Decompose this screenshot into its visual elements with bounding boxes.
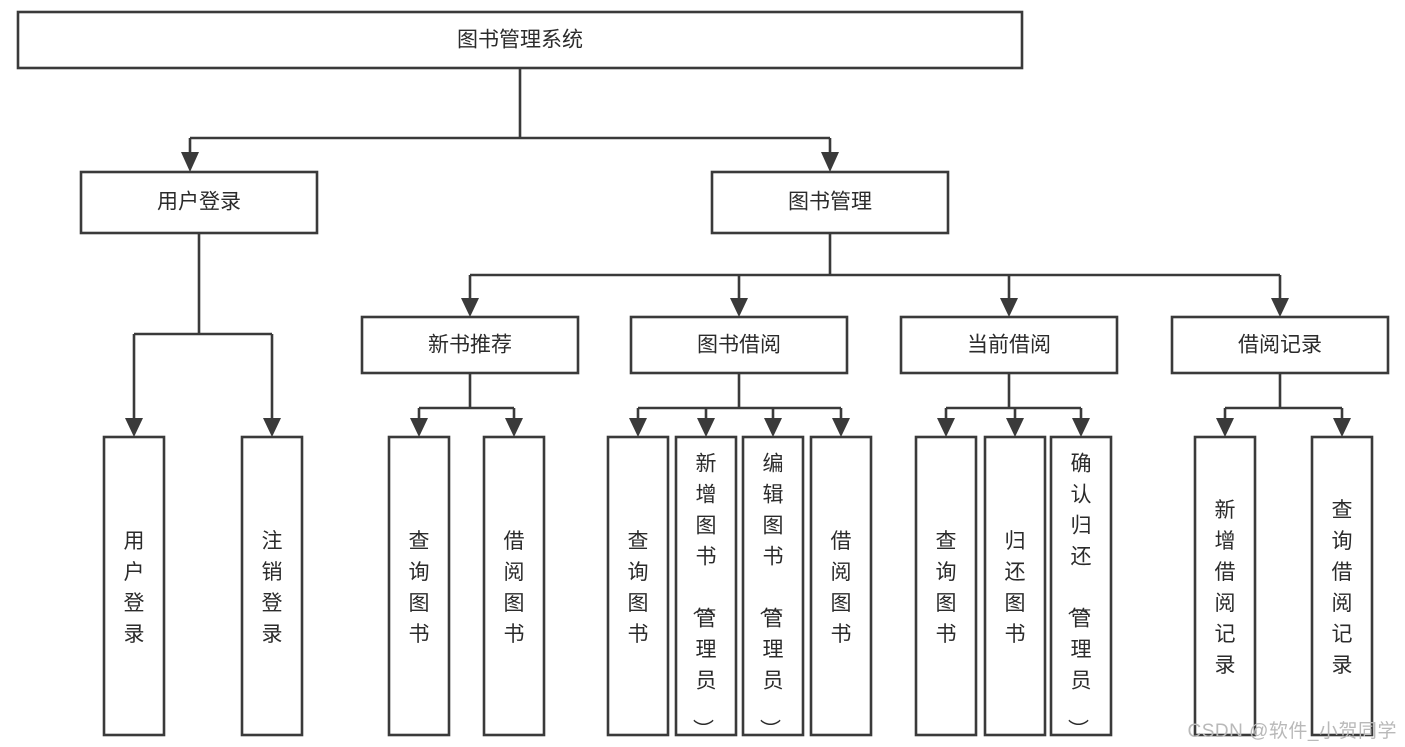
node-book-management[interactable]: 图书管理	[710, 170, 950, 235]
node-borrow-record[interactable]: 借阅记录	[1170, 315, 1390, 375]
leaf-label: 查询图书	[409, 530, 430, 646]
node-user-login[interactable]: 用户登录	[79, 170, 319, 235]
node-user-login-box[interactable]	[79, 170, 319, 235]
node-new-book-recommend[interactable]: 新书推荐	[360, 315, 580, 375]
leaf-box[interactable]	[674, 435, 738, 737]
arrow-bookmgmt-c4	[1271, 298, 1289, 317]
leaf-node[interactable]: 查询图书	[606, 435, 670, 737]
leaf-label: 新增借阅记录	[1215, 499, 1236, 677]
arrow-bookmgmt-c1	[461, 298, 479, 317]
node-borrow-record-box[interactable]	[1170, 315, 1390, 375]
leaf-node[interactable]: 查询图书	[914, 435, 978, 737]
arrow-borrow-l2	[697, 418, 715, 437]
leaf-node[interactable]: 确认归还（管理员）	[1049, 435, 1113, 740]
arrow-record-l2	[1333, 418, 1351, 437]
connector-layer	[125, 68, 1351, 437]
arrow-bookmgmt-c3	[1000, 298, 1018, 317]
leaf-box[interactable]	[606, 435, 670, 737]
leaf-box[interactable]	[1049, 435, 1113, 737]
leaf-box[interactable]	[240, 435, 304, 737]
leaf-label: 归还图书	[1005, 530, 1026, 646]
leaf-box[interactable]	[983, 435, 1047, 737]
leaf-node[interactable]: 新增借阅记录	[1193, 435, 1257, 737]
arrow-record-l1	[1216, 418, 1234, 437]
node-current-borrow-label: 当前借阅	[967, 334, 1051, 357]
leaf-box[interactable]	[741, 435, 805, 737]
leaf-node[interactable]: 注销登录	[240, 435, 304, 737]
leaf-box[interactable]	[809, 435, 873, 737]
node-current-borrow-box[interactable]	[899, 315, 1119, 375]
arrow-newbook-l2	[505, 418, 523, 437]
leaf-box[interactable]	[482, 435, 546, 737]
leaf-box[interactable]	[1310, 435, 1374, 737]
node-root-box[interactable]	[16, 10, 1024, 70]
node-root-label: 图书管理系统	[457, 29, 583, 52]
leaf-label: 注销登录	[262, 530, 283, 646]
arrow-borrow-l3	[764, 418, 782, 437]
leaf-node[interactable]: 借阅图书	[482, 435, 546, 737]
node-book-borrow-label: 图书借阅	[697, 334, 781, 357]
arrow-root-to-user-login	[181, 152, 199, 172]
leaf-box[interactable]	[387, 435, 451, 737]
leaf-node[interactable]: 归还图书	[983, 435, 1047, 737]
leaf-label: 查询图书	[628, 530, 649, 646]
leaf-node[interactable]: 借阅图书	[809, 435, 873, 737]
arrow-borrow-l1	[629, 418, 647, 437]
leaf-label: 编辑图书（管理员）	[758, 453, 784, 740]
leaf-label: 借阅图书	[831, 530, 852, 646]
arrow-bookmgmt-c2	[730, 298, 748, 317]
arrow-current-l2	[1006, 418, 1024, 437]
leaf-label: 借阅图书	[504, 530, 525, 646]
node-book-borrow-box[interactable]	[629, 315, 849, 375]
node-current-borrow[interactable]: 当前借阅	[899, 315, 1119, 375]
arrow-current-l3	[1072, 418, 1090, 437]
leaf-node[interactable]: 新增图书（管理员）	[674, 435, 738, 740]
arrow-root-to-book-mgmt	[821, 152, 839, 172]
leaf-label: 查询图书	[936, 530, 957, 646]
arrow-newbook-l1	[410, 418, 428, 437]
csdn-watermark: CSDN @软件_小贺同学	[1187, 721, 1397, 742]
node-book-management-box[interactable]	[710, 170, 950, 235]
arrow-userlogin-l1	[125, 418, 143, 437]
arrow-userlogin-l2	[263, 418, 281, 437]
node-root[interactable]: 图书管理系统	[16, 10, 1024, 70]
arrow-borrow-l4	[832, 418, 850, 437]
node-book-management-label: 图书管理	[788, 191, 872, 214]
leaf-node[interactable]: 查询借阅记录	[1310, 435, 1374, 737]
leaf-label: 新增图书（管理员）	[691, 453, 717, 740]
leaf-node[interactable]: 用户登录	[102, 435, 166, 737]
node-book-borrow[interactable]: 图书借阅	[629, 315, 849, 375]
leaf-label: 用户登录	[124, 530, 145, 646]
arrow-current-l1	[937, 418, 955, 437]
node-new-book-recommend-box[interactable]	[360, 315, 580, 375]
leaf-box[interactable]	[1193, 435, 1257, 737]
leaf-label: 确认归还（管理员）	[1066, 453, 1092, 740]
leaf-box[interactable]	[914, 435, 978, 737]
leaf-box[interactable]	[102, 435, 166, 737]
leaf-label: 查询借阅记录	[1332, 499, 1353, 677]
node-borrow-record-label: 借阅记录	[1238, 334, 1322, 357]
node-new-book-recommend-label: 新书推荐	[428, 334, 512, 357]
node-user-login-label: 用户登录	[157, 191, 241, 214]
leaf-node[interactable]: 编辑图书（管理员）	[741, 435, 805, 740]
leaf-node[interactable]: 查询图书	[387, 435, 451, 737]
